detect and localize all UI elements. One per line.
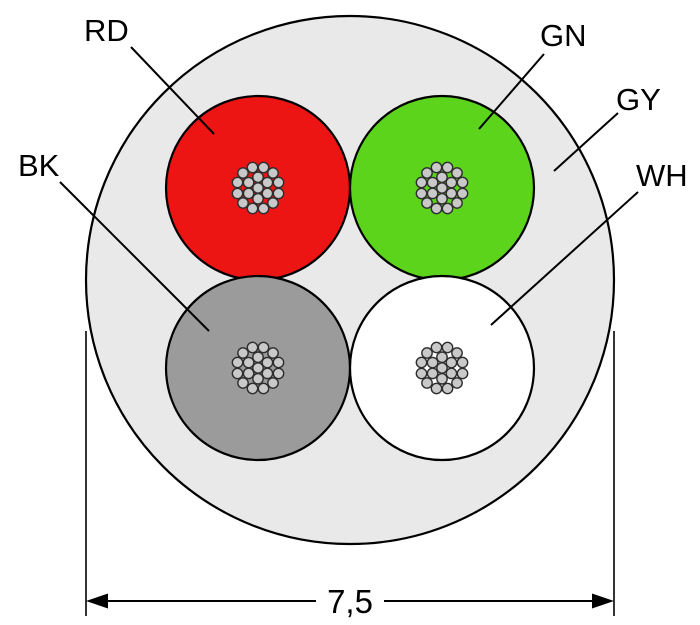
strand-dot (415, 356, 428, 369)
dimension-arrowhead-left (86, 593, 108, 609)
strand-dot (426, 356, 439, 369)
label-rd: RD (84, 13, 129, 48)
strand-dot (231, 356, 244, 369)
strand-dot (252, 171, 264, 184)
strand-dot (430, 382, 443, 395)
strand-dot (257, 382, 270, 395)
strand-dot (267, 347, 279, 359)
strand-dot (421, 377, 433, 389)
strand-dot (272, 367, 285, 380)
strand-dot (456, 176, 469, 189)
strand-dot (252, 351, 264, 364)
strand-dot (231, 367, 244, 380)
strand-dot (436, 372, 448, 385)
strand-dot (430, 161, 443, 174)
strand-dot (267, 167, 279, 179)
strand-dot (252, 192, 264, 205)
strand-dot (426, 176, 439, 189)
strand-dot (246, 202, 259, 215)
strand-dot (246, 161, 259, 174)
strand-dot (237, 197, 249, 209)
strand-dot (430, 341, 443, 354)
strand-dot (267, 197, 279, 209)
leader-line-wh (490, 191, 639, 326)
strand-dot (415, 176, 428, 189)
strand-dot (445, 356, 458, 369)
strand-dot (451, 347, 463, 359)
strand-dot (252, 372, 264, 385)
strand-dot (252, 362, 264, 374)
strand-dot (436, 171, 448, 184)
leader-line-gn (478, 53, 545, 130)
label-wh: WH (636, 158, 688, 193)
strand-dot (430, 202, 443, 215)
strand-dot (237, 347, 249, 359)
strand-bundle-white (415, 341, 469, 395)
strand-dot (445, 187, 458, 200)
strand-dot (436, 192, 448, 205)
strand-dot (257, 202, 270, 215)
strand-dot (441, 382, 454, 395)
label-gn: GN (540, 18, 587, 53)
strand-dot (267, 377, 279, 389)
strand-dot (257, 161, 270, 174)
strand-bundle-black (231, 341, 285, 395)
dimension-arrowhead-right (592, 593, 614, 609)
strand-dot (231, 187, 244, 200)
label-bk: BK (18, 148, 60, 183)
strand-bundle-green (415, 161, 469, 215)
strand-bundle-red (231, 161, 285, 215)
strand-dot (261, 367, 274, 380)
strand-dot (261, 187, 274, 200)
strand-dot (451, 197, 463, 209)
strand-dot (436, 351, 448, 364)
strand-dot (445, 367, 458, 380)
strand-dot (456, 367, 469, 380)
strand-dot (421, 197, 433, 209)
strand-dot (426, 187, 439, 200)
strand-dot (257, 341, 270, 354)
strand-dot (451, 377, 463, 389)
strand-dot (242, 187, 255, 200)
strand-dot (246, 382, 259, 395)
strand-dot (456, 187, 469, 200)
strand-dot (436, 362, 448, 374)
strand-dot (252, 182, 264, 194)
strand-dot (242, 176, 255, 189)
strand-dot (272, 176, 285, 189)
strand-dot (441, 341, 454, 354)
strand-dot (415, 367, 428, 380)
strand-dot (261, 176, 274, 189)
strand-dot (242, 356, 255, 369)
strand-dot (242, 367, 255, 380)
strand-dot (246, 341, 259, 354)
strand-dot (441, 161, 454, 174)
strand-dot (231, 176, 244, 189)
dimension-value: 7,5 (327, 583, 373, 620)
label-gy: GY (616, 82, 661, 117)
strand-dot (237, 167, 249, 179)
strand-dot (237, 377, 249, 389)
strand-dot (261, 356, 274, 369)
strand-dot (272, 187, 285, 200)
strand-dot (421, 347, 433, 359)
strand-dot (436, 182, 448, 194)
leader-line-bk (59, 181, 210, 332)
strand-dot (426, 367, 439, 380)
strand-dot (421, 167, 433, 179)
strand-dot (456, 356, 469, 369)
strand-dot (272, 356, 285, 369)
leader-line-gy (553, 112, 619, 172)
leader-line-rd (130, 46, 215, 135)
strand-dot (441, 202, 454, 215)
strand-dot (445, 176, 458, 189)
strand-dot (451, 167, 463, 179)
strand-dot (415, 187, 428, 200)
cable-jacket-circle (84, 14, 616, 546)
